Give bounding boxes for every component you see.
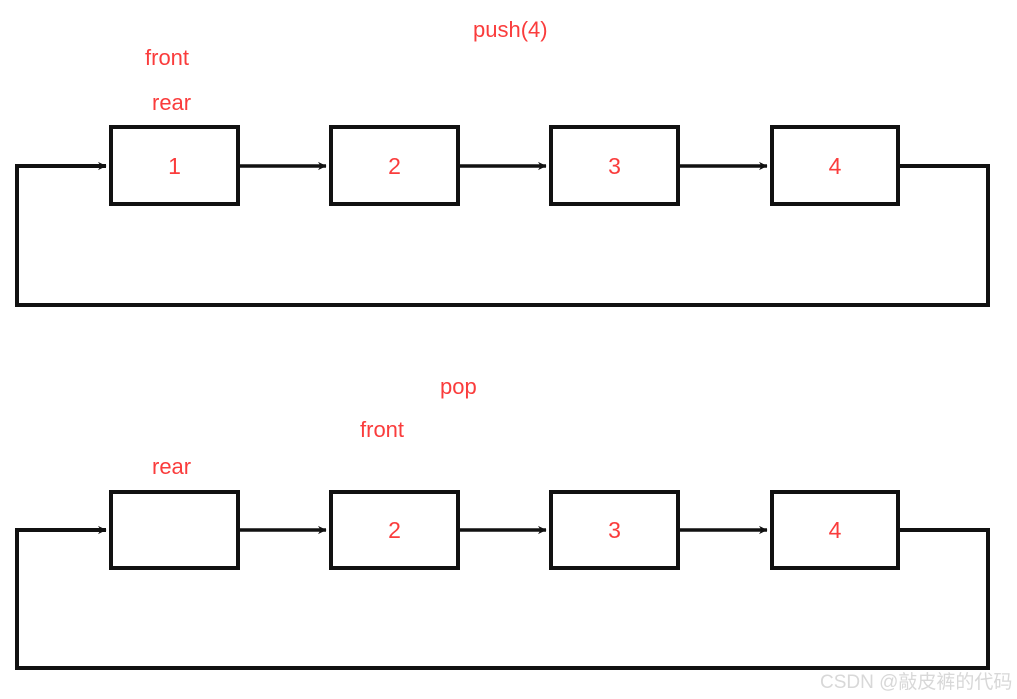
csdn-watermark: CSDN @敲皮裤的代码	[820, 672, 1013, 693]
push-front-pointer-label: front	[145, 45, 190, 70]
push-node-value-0: 1	[168, 153, 181, 179]
pop-node-value-3: 4	[828, 517, 842, 543]
pop-operation-label: pop	[440, 374, 477, 399]
push-node-value-2: 3	[608, 153, 621, 179]
pop-diagram-graphics	[15, 490, 990, 670]
push-rear-pointer-label: rear	[152, 90, 192, 115]
pop-front-pointer-label: front	[360, 417, 405, 442]
pop-rear-pointer-label: rear	[152, 454, 192, 479]
push-node-value-1: 2	[388, 153, 401, 179]
pop-node-value-2: 3	[608, 517, 621, 543]
push-diagram-graphics	[15, 125, 990, 307]
pop-node-value-1: 2	[388, 517, 401, 543]
push-node-value-3: 4	[828, 153, 842, 179]
push-operation-label: push(4)	[473, 17, 548, 42]
